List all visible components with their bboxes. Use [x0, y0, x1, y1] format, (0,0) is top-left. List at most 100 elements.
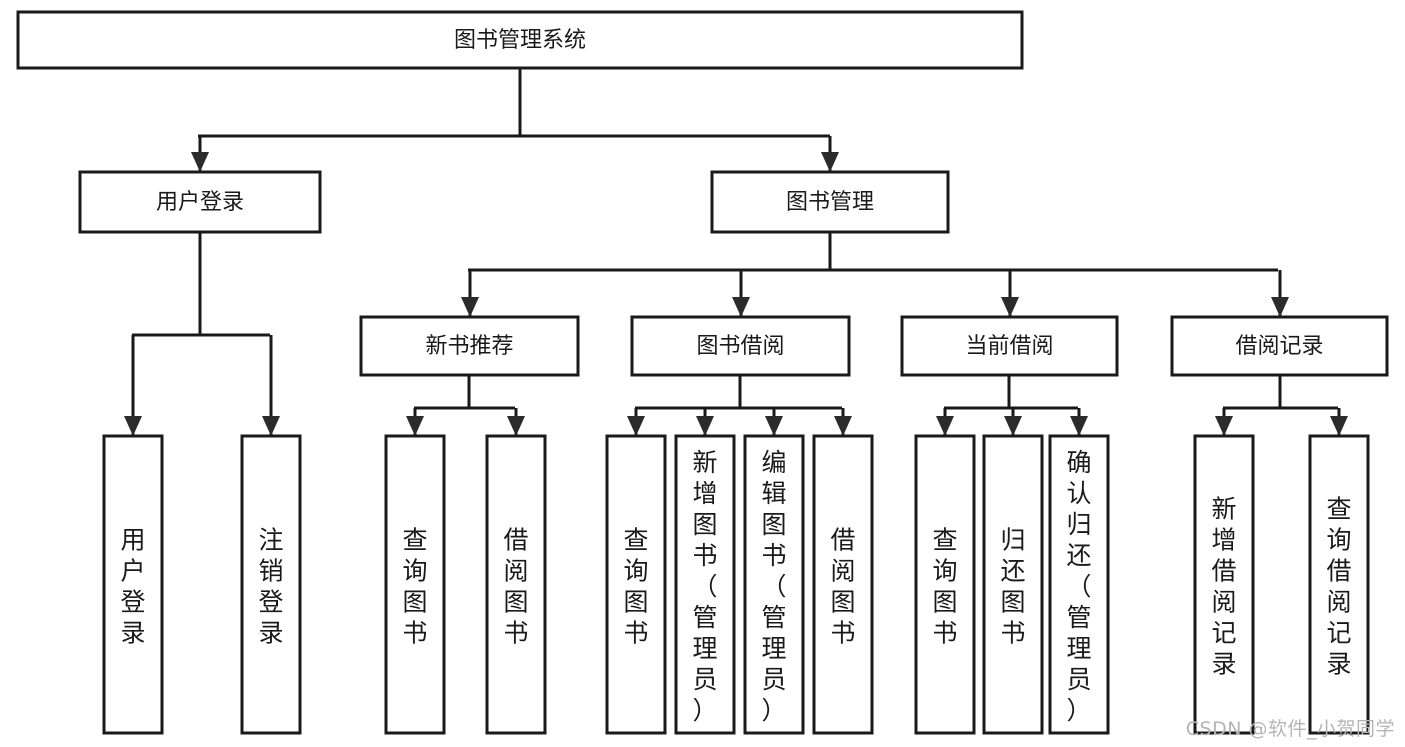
node-label-record: 借阅记录 — [1235, 334, 1323, 359]
arrowhead-icon — [461, 297, 479, 317]
node-label-leaf-return-book: 归还图书 — [1000, 526, 1025, 648]
node-box-newbook[interactable] — [359, 315, 580, 377]
node-box-borrow[interactable] — [630, 315, 851, 377]
node-box-leaf-logout[interactable] — [240, 434, 302, 735]
arrowhead-icon — [507, 416, 525, 436]
arrowhead-icon — [1271, 297, 1289, 317]
node-label-leaf-edit-book: 编辑图书（管理员） — [761, 448, 786, 725]
connector-edge-newbook-to-leaf-borrow-book-1 — [507, 408, 525, 436]
node-label-leaf-add-book: 新增图书（管理员） — [692, 448, 717, 725]
arrowhead-icon — [1070, 416, 1088, 436]
node-label-leaf-borrow-book-1: 借阅图书 — [503, 526, 528, 648]
connector-edge-root-to-login — [191, 136, 209, 172]
node-leaf-query-book-3[interactable]: 查询图书 — [914, 434, 976, 735]
arrowhead-icon — [627, 416, 645, 436]
arrowhead-icon — [1004, 416, 1022, 436]
node-box-leaf-user-login[interactable] — [102, 434, 164, 735]
node-box-leaf-edit-book[interactable] — [743, 434, 805, 735]
node-layer: 图书管理系统用户登录图书管理新书推荐图书借阅当前借阅借阅记录用户登录注销登录查询… — [16, 10, 1389, 735]
node-leaf-confirm-return[interactable]: 确认归还（管理员） — [1048, 434, 1110, 735]
node-login[interactable]: 用户登录 — [78, 170, 322, 234]
connector-edge-borrow-to-leaf-borrow-book-2 — [834, 408, 852, 436]
arrowhead-icon — [834, 416, 852, 436]
node-label-leaf-query-book-3: 查询图书 — [932, 526, 957, 648]
arrowhead-icon — [1001, 297, 1019, 317]
connector-edge-borrow-to-leaf-query-book-2 — [627, 408, 645, 436]
node-current[interactable]: 当前借阅 — [900, 315, 1119, 377]
node-newbook[interactable]: 新书推荐 — [359, 315, 580, 377]
node-leaf-return-book[interactable]: 归还图书 — [982, 434, 1044, 735]
node-label-leaf-logout: 注销登录 — [258, 526, 283, 648]
arrowhead-icon — [191, 152, 209, 172]
node-label-leaf-query-record: 查询借阅记录 — [1326, 495, 1351, 679]
node-label-bookmgmt: 图书管理 — [786, 190, 874, 215]
connector-edge-login-to-leaf-logout — [262, 335, 280, 436]
node-label-leaf-query-book-2: 查询图书 — [623, 526, 648, 648]
connector-bus-login — [132, 232, 270, 337]
arrowhead-icon — [696, 416, 714, 436]
connector-bus-current — [944, 375, 1078, 410]
node-leaf-borrow-book-1[interactable]: 借阅图书 — [485, 434, 547, 735]
node-label-leaf-query-book-1: 查询图书 — [402, 526, 427, 648]
connector-edge-bookmgmt-to-record — [1271, 270, 1289, 317]
connector-edge-bookmgmt-to-borrow — [732, 270, 750, 317]
node-root[interactable]: 图书管理系统 — [16, 10, 1024, 70]
node-box-leaf-borrow-book-1[interactable] — [485, 434, 547, 735]
node-leaf-query-book-1[interactable]: 查询图书 — [384, 434, 446, 735]
node-box-login[interactable] — [78, 170, 322, 234]
node-bookmgmt[interactable]: 图书管理 — [710, 170, 950, 234]
arrowhead-icon — [406, 416, 424, 436]
node-box-bookmgmt[interactable] — [710, 170, 950, 234]
connector-edge-bookmgmt-to-newbook — [461, 270, 479, 317]
arrowhead-icon — [821, 152, 839, 172]
node-box-leaf-borrow-book-2[interactable] — [812, 434, 874, 735]
connector-edge-borrow-to-leaf-add-book — [696, 408, 714, 436]
node-box-leaf-query-record[interactable] — [1308, 434, 1370, 735]
connector-edge-current-to-leaf-confirm-return — [1070, 408, 1088, 436]
connector-bus-newbook — [414, 375, 515, 410]
connector-layer — [124, 68, 1348, 436]
node-box-current[interactable] — [900, 315, 1119, 377]
node-leaf-add-book[interactable]: 新增图书（管理员） — [674, 434, 736, 735]
node-leaf-query-record[interactable]: 查询借阅记录 — [1308, 434, 1370, 735]
node-box-leaf-query-book-3[interactable] — [914, 434, 976, 735]
node-leaf-logout[interactable]: 注销登录 — [240, 434, 302, 735]
node-label-borrow: 图书借阅 — [696, 334, 784, 359]
node-leaf-add-record[interactable]: 新增借阅记录 — [1193, 434, 1255, 735]
node-box-leaf-query-book-1[interactable] — [384, 434, 446, 735]
arrowhead-icon — [262, 416, 280, 436]
node-box-leaf-confirm-return[interactable] — [1048, 434, 1110, 735]
node-borrow[interactable]: 图书借阅 — [630, 315, 851, 377]
node-box-leaf-query-book-2[interactable] — [605, 434, 667, 735]
connector-edge-newbook-to-leaf-query-book-1 — [406, 408, 424, 436]
connector-edge-record-to-leaf-query-record — [1330, 408, 1348, 436]
node-label-root: 图书管理系统 — [454, 28, 586, 53]
node-leaf-user-login[interactable]: 用户登录 — [102, 434, 164, 735]
node-box-leaf-add-record[interactable] — [1193, 434, 1255, 735]
connector-edge-current-to-leaf-query-book-3 — [936, 408, 954, 436]
csdn-watermark: CSDN @软件_小贺同学 — [1185, 718, 1395, 740]
connector-edge-borrow-to-leaf-edit-book — [765, 408, 783, 436]
arrowhead-icon — [1330, 416, 1348, 436]
node-leaf-query-book-2[interactable]: 查询图书 — [605, 434, 667, 735]
node-leaf-edit-book[interactable]: 编辑图书（管理员） — [743, 434, 805, 735]
node-box-record[interactable] — [1170, 315, 1389, 377]
node-label-newbook: 新书推荐 — [425, 334, 513, 359]
node-leaf-borrow-book-2[interactable]: 借阅图书 — [812, 434, 874, 735]
connector-bus-borrow — [635, 375, 842, 410]
connector-edge-root-to-bookmgmt — [821, 136, 839, 172]
arrowhead-icon — [936, 416, 954, 436]
arrowhead-icon — [124, 416, 142, 436]
node-box-leaf-add-book[interactable] — [674, 434, 736, 735]
node-box-leaf-return-book[interactable] — [982, 434, 1044, 735]
connector-bus-record — [1223, 375, 1338, 410]
node-label-leaf-add-record: 新增借阅记录 — [1211, 495, 1236, 679]
node-label-leaf-confirm-return: 确认归还（管理员） — [1066, 448, 1091, 725]
connector-edge-bookmgmt-to-current — [1001, 270, 1019, 317]
node-label-current: 当前借阅 — [965, 334, 1053, 359]
node-box-root[interactable] — [16, 10, 1024, 70]
node-label-login: 用户登录 — [156, 190, 244, 215]
node-record[interactable]: 借阅记录 — [1170, 315, 1389, 377]
